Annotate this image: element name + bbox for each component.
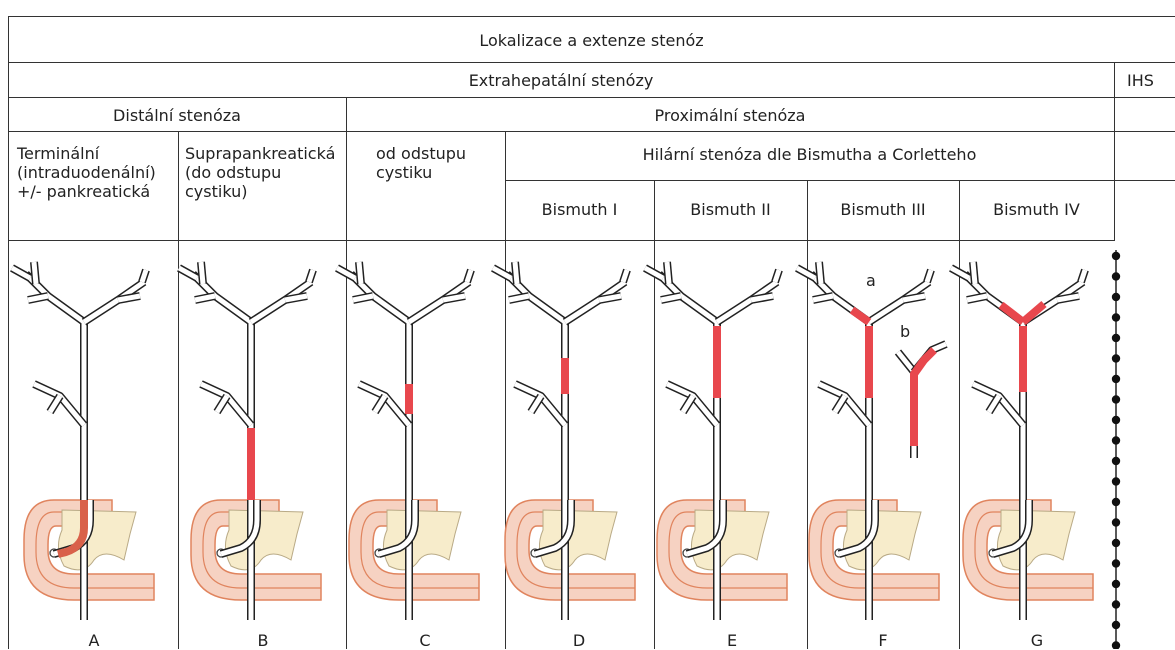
ihs-dot: [1112, 498, 1120, 506]
diagram-d-right-branch-lumen: [565, 282, 625, 322]
ihs-dot: [1112, 457, 1120, 465]
ihs-dot: [1112, 416, 1120, 424]
ihs-dot: [1112, 641, 1120, 649]
diagram-e-stenosis: [713, 326, 721, 398]
diagram-a-left-twig-lumen: [34, 262, 36, 284]
ihs-dot: [1112, 354, 1120, 362]
diagram-f-pancreas: [843, 510, 921, 570]
ihs-dot: [1112, 313, 1120, 321]
diagram-b-pancreas: [225, 510, 303, 570]
ihs-dot: [1112, 621, 1120, 629]
ihs-dot: [1112, 293, 1120, 301]
diagram-a-right-branch-lumen: [84, 282, 144, 322]
ihs-dot: [1112, 600, 1120, 608]
ihs-dot: [1112, 334, 1120, 342]
ihs-dot: [1112, 436, 1120, 444]
diagram-c-pancreas: [383, 510, 461, 570]
ihs-dot: [1112, 539, 1120, 547]
ihs-dot: [1112, 395, 1120, 403]
diagram-d-left-twig-lumen: [515, 262, 517, 284]
diagram-f-left-twig-lumen: [819, 262, 821, 284]
ihs-dot: [1112, 375, 1120, 383]
ihs-dot: [1112, 559, 1120, 567]
diagram-e-left-twig-lumen: [667, 262, 669, 284]
ihs-dot: [1112, 272, 1120, 280]
diagram-c-right-branch-lumen: [409, 282, 469, 322]
diagram-c-stenosis: [405, 384, 413, 414]
diagram-f-b-stenosis: [914, 350, 934, 446]
diagram-g-pancreas: [997, 510, 1075, 570]
ihs-dot: [1112, 518, 1120, 526]
diagram-g-stenosis-branches: [1001, 304, 1044, 322]
diagram-b-left-twig-lumen: [201, 262, 203, 284]
ihs-dot: [1112, 580, 1120, 588]
diagram-c-left-twig-lumen: [359, 262, 361, 284]
diagram-d-pancreas: [539, 510, 617, 570]
diagram-f-right-branch-lumen: [869, 282, 929, 322]
ihs-dot: [1112, 252, 1120, 260]
diagram-g-left-twig-lumen: [973, 262, 975, 284]
diagram-a-pancreas: [58, 510, 136, 570]
diagram-b-stenosis: [247, 428, 255, 500]
diagram-b-right-branch-lumen: [251, 282, 311, 322]
diagram-e-right-branch-lumen: [717, 282, 777, 322]
diagram-f-stenosis-branch: [852, 310, 869, 322]
diagram-d-stenosis: [561, 358, 569, 394]
diagram-f-stenosis-main: [865, 326, 873, 398]
diagram-g-stenosis-main: [1019, 326, 1027, 392]
diagram-e-pancreas: [691, 510, 769, 570]
ihs-dot: [1112, 477, 1120, 485]
